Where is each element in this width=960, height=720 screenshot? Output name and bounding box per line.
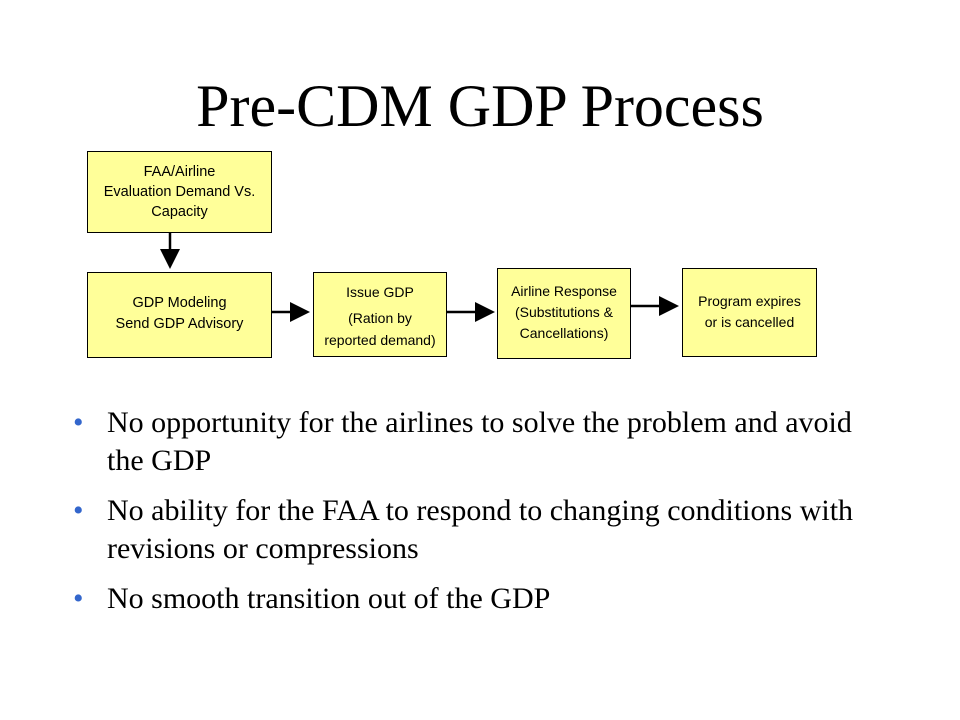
bullet-text: No opportunity for the airlines to solve… [107,406,852,477]
response-line-2: (Substitutions & [514,304,614,320]
bullet-text: No smooth transition out of the GDP [107,582,551,615]
response-line-3: Cancellations) [519,325,609,341]
bullet-item: • No smooth transition out of the GDP [73,580,893,618]
issue-line-1: Issue GDP [346,284,414,300]
issue-line-3: reported demand) [324,332,436,348]
eval-line-2: Evaluation Demand Vs. [103,184,256,200]
modeling-line-1: GDP Modeling [132,295,227,311]
eval-line-3: Capacity [151,204,208,220]
issue-line-2: (Ration by [348,310,412,326]
eval-box: FAA/Airline Evaluation Demand Vs. Capaci… [87,151,272,233]
expire-box: Program expires or is cancelled [682,268,817,357]
modeling-line-2: Send GDP Advisory [115,316,244,332]
issue-box: Issue GDP (Ration by reported demand) [313,272,447,357]
slide-title: Pre-CDM GDP Process [196,73,764,139]
bullet-item: • No ability for the FAA to respond to c… [73,492,893,568]
eval-line-1: FAA/Airline [143,164,216,180]
bullet-dot-icon: • [73,406,84,439]
bullet-text: No ability for the FAA to respond to cha… [107,494,854,565]
modeling-box: GDP Modeling Send GDP Advisory [87,272,272,358]
bullet-dot-icon: • [73,494,84,527]
bullet-dot-icon: • [73,582,84,615]
bullet-item: • No opportunity for the airlines to sol… [73,404,893,480]
expire-line-1: Program expires [698,293,801,309]
expire-line-2: or is cancelled [704,314,795,330]
response-box: Airline Response (Substitutions & Cancel… [497,268,631,359]
response-line-1: Airline Response [511,283,617,299]
bullet-list: • No opportunity for the airlines to sol… [73,404,893,630]
